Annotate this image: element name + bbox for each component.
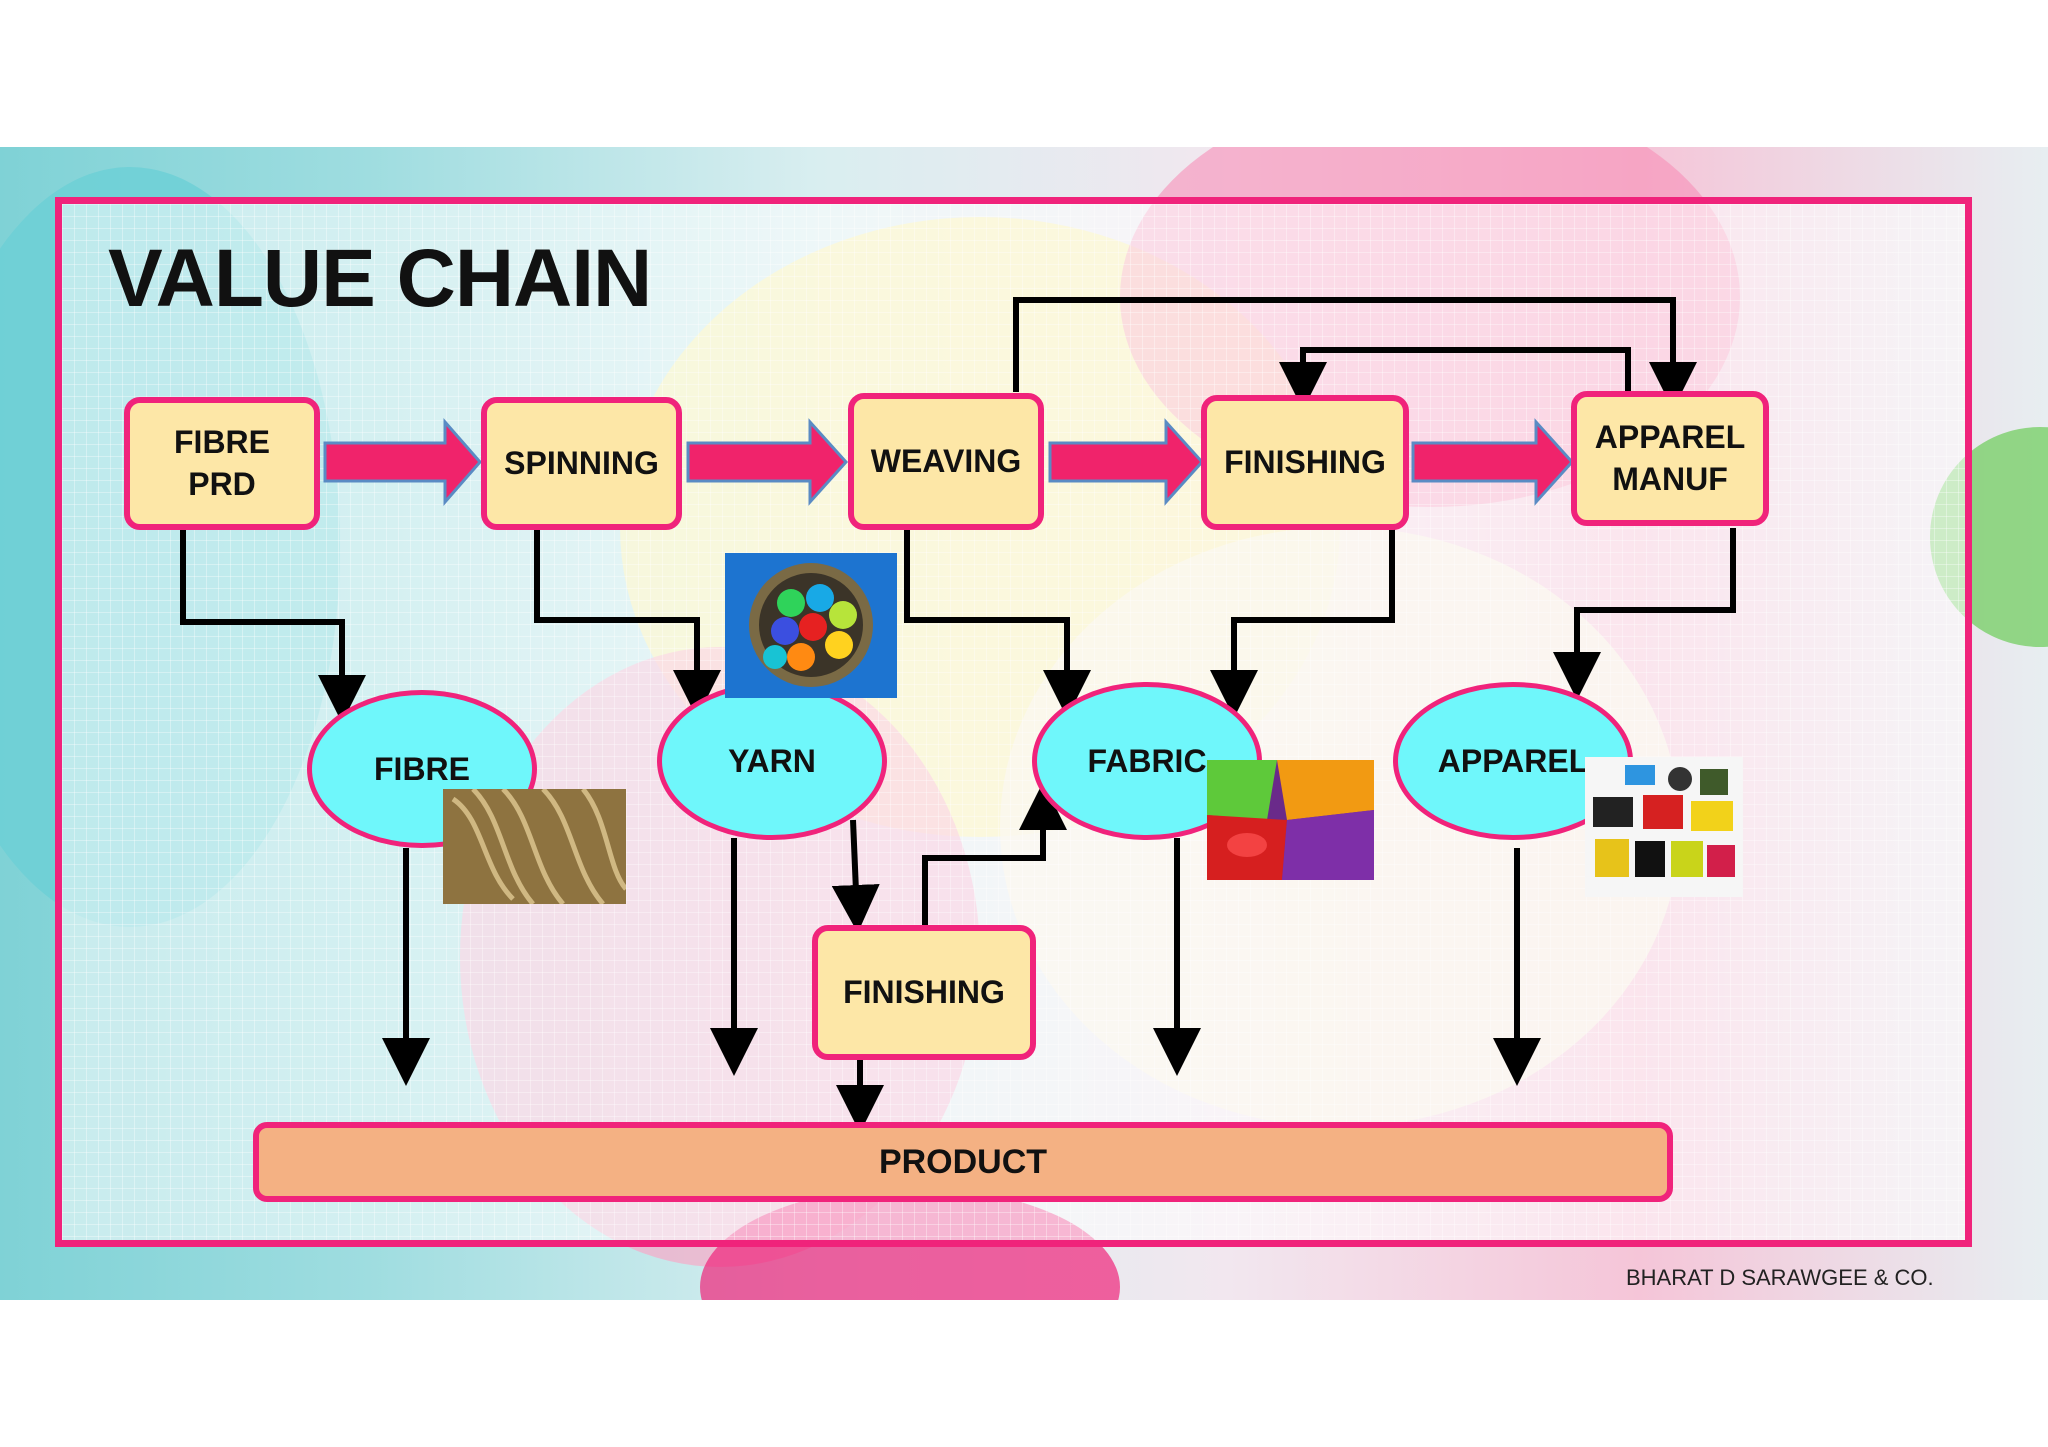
box-finishing-top: FINISHING — [1201, 395, 1409, 530]
arrow-finishing-to-apparel — [1411, 418, 1575, 506]
line-apparelmanuf-finishing — [1279, 347, 1631, 410]
flow-arrows — [323, 418, 1575, 506]
line-fibreprd-fibre — [180, 528, 366, 723]
box-apparel-manuf: APPAREL MANUF — [1571, 391, 1769, 526]
product-bar: PRODUCT — [253, 1122, 1673, 1202]
footer-credit: BHARAT D SARAWGEE & CO. — [1626, 1265, 1934, 1290]
apparel-collage-photo — [1585, 757, 1743, 897]
wool-bowl-photo — [725, 553, 897, 698]
box-weaving: WEAVING — [848, 393, 1044, 530]
line-finishing-fabric — [1210, 528, 1395, 718]
line-yarn-finishing — [831, 819, 880, 933]
arrow-spinning-to-weaving — [686, 418, 849, 506]
arrow-weaving-to-finishing — [1048, 418, 1205, 506]
slide-title: VALUE CHAIN — [108, 233, 652, 324]
box-fibre-prd: FIBRE PRD — [124, 397, 320, 530]
line-weaving-apparelmanuf — [1013, 297, 1697, 410]
line-finishing-bottom-fabric — [922, 782, 1067, 925]
arrow-fibre-to-spinning — [323, 418, 482, 506]
line-spinning-yarn — [534, 528, 721, 718]
line-weaving-fabric — [904, 528, 1091, 718]
oval-yarn: YARN — [657, 682, 887, 840]
line-apparelmanuf-apparel — [1553, 528, 1736, 700]
box-finishing-bottom: FINISHING — [812, 925, 1036, 1060]
silk-fabric-photo — [1207, 760, 1374, 880]
rope-photo — [443, 789, 626, 904]
box-spinning: SPINNING — [481, 397, 682, 530]
